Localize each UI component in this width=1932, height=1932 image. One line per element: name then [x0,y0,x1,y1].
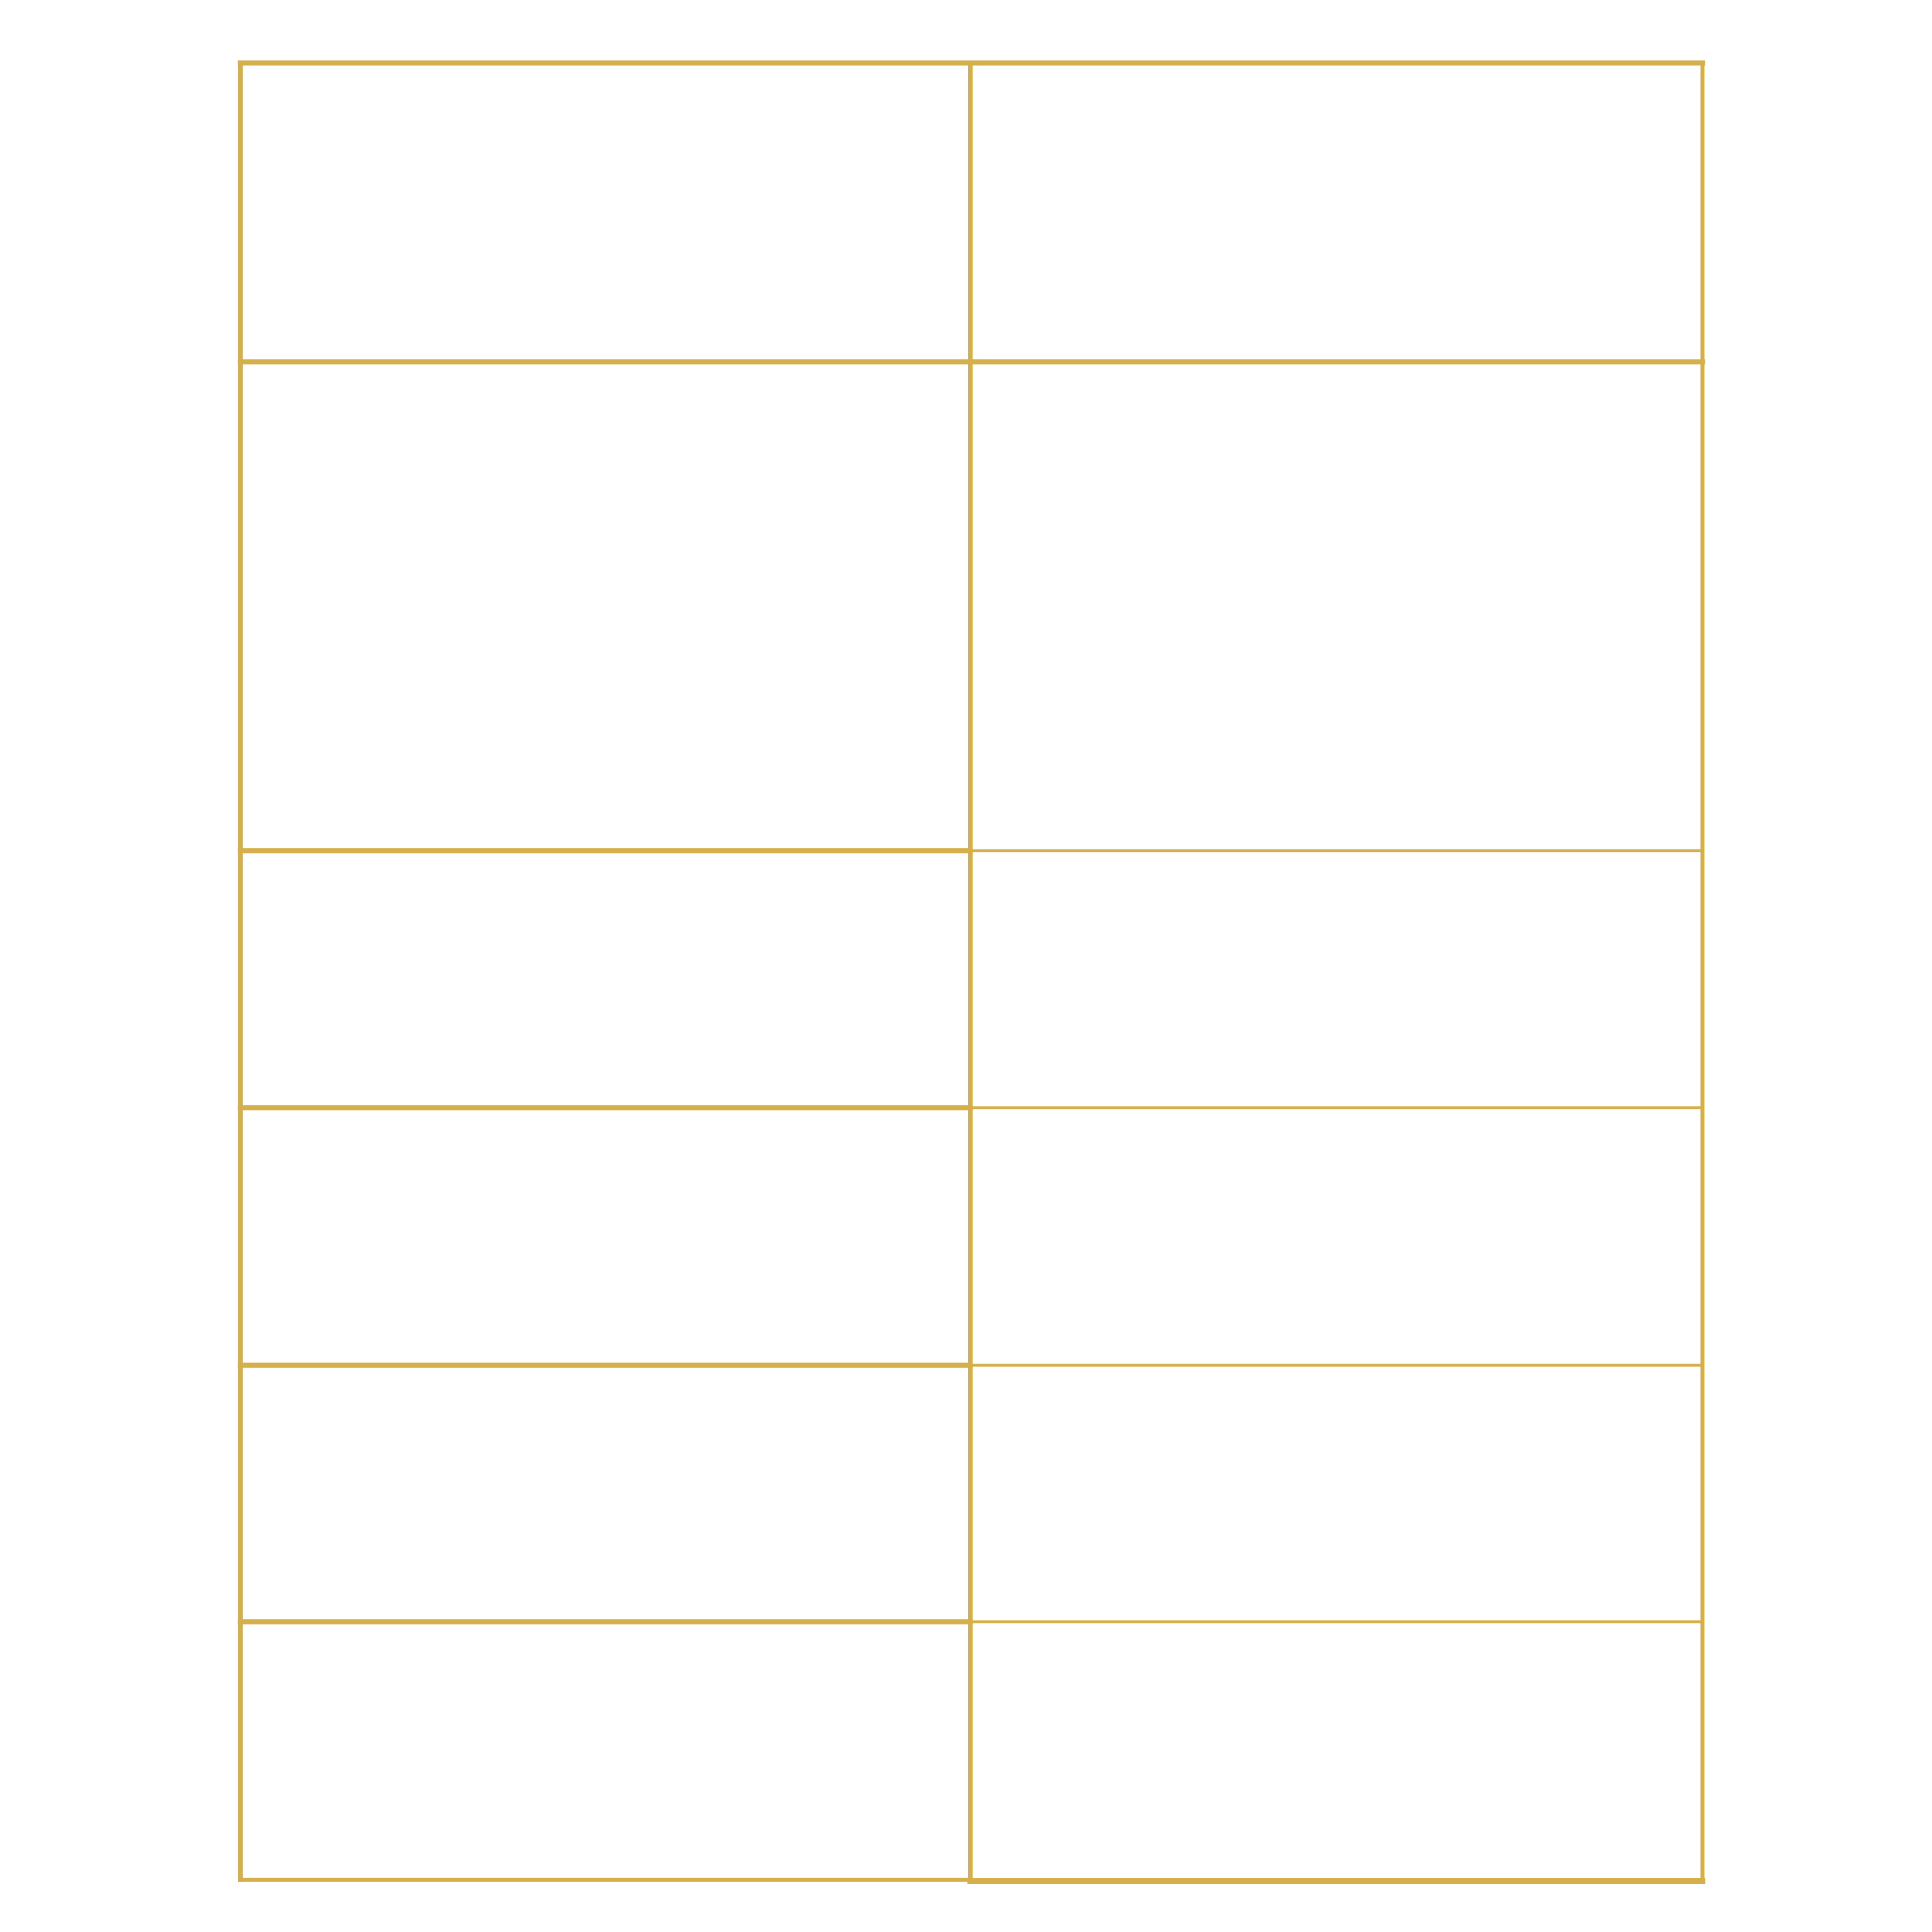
table-cell-r5-c1[interactable] [240,1365,970,1622]
table-cell-r6-c1[interactable] [240,1622,970,1880]
table-cell-r1-c2[interactable] [970,63,1702,362]
table-cell-r5-c2[interactable] [970,1365,1702,1622]
table-cell-r3-c1[interactable] [240,851,970,1108]
table-lines [238,60,1705,1884]
table-cell-r1-c1[interactable] [240,63,970,362]
table-cell-r2-c1[interactable] [240,362,970,851]
table-cell-r4-c2[interactable] [970,1108,1702,1365]
table-cell-r2-c2[interactable] [970,362,1702,851]
table-cell-r6-c2[interactable] [970,1622,1702,1880]
table-cell-r4-c1[interactable] [240,1108,970,1365]
table-cell-r3-c2[interactable] [970,851,1702,1108]
